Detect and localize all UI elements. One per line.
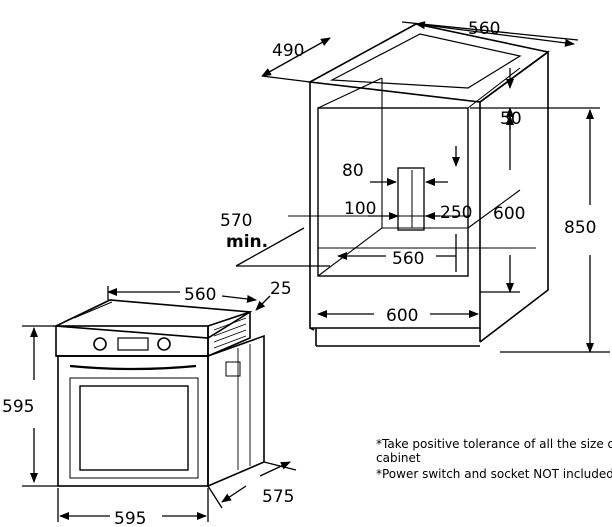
outer-width-label: 600: [386, 306, 418, 326]
tolerance-note-line1: *Take positive tolerance of all the size…: [376, 437, 612, 451]
cabinet-dimension-lines: [235, 21, 610, 353]
opening-width-min-label: 570: [220, 211, 252, 231]
dimension-labels: 560 490 50 80 100 250 600 850 560 600 57…: [2, 19, 596, 527]
oven-width-label: 595: [114, 509, 146, 527]
oven-dimension-lines: [22, 286, 297, 522]
oven-height-label: 595: [2, 397, 34, 417]
oven-top-width-label: 560: [184, 285, 216, 305]
power-switch-note: *Power switch and socket NOT included: [376, 467, 612, 481]
door-thickness-label: 25: [270, 279, 292, 299]
tolerance-note-line2: cabinet: [376, 451, 421, 465]
min-label: min.: [226, 232, 268, 252]
cabinet-depth-label: 490: [272, 41, 304, 61]
oven-depth-label: 575: [262, 487, 294, 507]
total-height-label: 850: [564, 218, 596, 238]
cabinet-drawing: [288, 23, 550, 347]
opening-height-label: 600: [493, 204, 525, 224]
vent-width-label: 80: [342, 161, 364, 181]
inner-bottom-width-label: 560: [392, 249, 424, 269]
vent-height-label: 250: [440, 203, 472, 223]
cabinet-inner-gap-label: 50: [500, 109, 522, 129]
cabinet-top-width-label: 560: [468, 19, 500, 39]
oven-drawing: [52, 299, 265, 488]
vent-offset-label: 100: [344, 199, 376, 219]
